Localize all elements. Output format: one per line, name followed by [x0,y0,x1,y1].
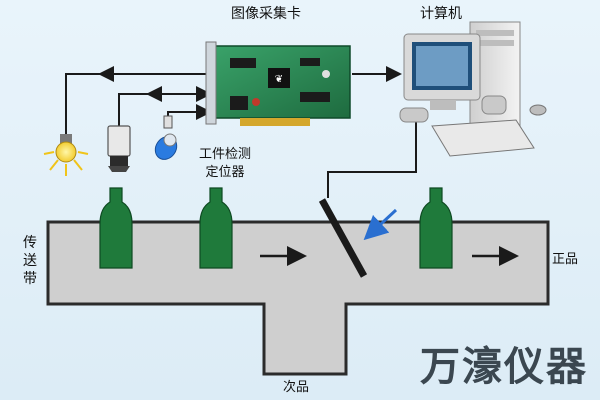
computer-label: 计算机 [420,6,462,22]
capture-card-label: 图像采集卡 [231,6,301,22]
deflector-push-arrow [363,208,398,241]
detector-label-line2: 定位器 [205,165,245,180]
sensor-icon [154,115,178,160]
deflector-icon [318,198,368,278]
bottle-icon [199,187,233,269]
bottle-icon [99,187,133,269]
capture-card-icon: ❦ [205,41,351,126]
good-product-label: 正品 [552,252,579,267]
light-bulb-icon [43,134,89,176]
detector-label-line1: 工件检测 [198,147,251,162]
conveyor-label: 传送带 [23,235,37,287]
bottle-icon [419,187,453,269]
svg-text:❦: ❦ [275,74,283,85]
reject-product-label: 次品 [283,380,310,395]
brand-watermark: 万濠仪器 [420,344,588,390]
computer-icon [399,21,547,157]
camera-icon [107,125,131,172]
detector-label: 工件检测 定位器 [190,146,260,182]
